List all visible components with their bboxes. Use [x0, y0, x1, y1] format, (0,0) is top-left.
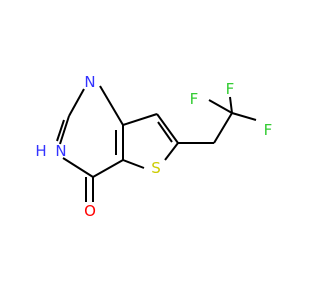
- bond-cf3-f1: [229, 96, 233, 114]
- atom-s-label: S: [151, 159, 161, 177]
- bond-n1-c2-single: [68, 88, 85, 117]
- bond-cf3-f3: [231, 112, 257, 121]
- background: [0, 0, 300, 300]
- atom-f3-label: F: [264, 121, 273, 139]
- atom-h3-label: H: [35, 142, 46, 160]
- bond-c6-s: [164, 142, 179, 161]
- bond-c2-n3-double: [56, 119, 65, 142]
- bond-c4-c4a: [92, 159, 124, 178]
- atom-n3-label: N: [55, 142, 66, 160]
- bond-c2-n3-single: [59, 115, 70, 145]
- atom-f1-label: F: [226, 80, 235, 98]
- bond-s-c4a: [122, 159, 145, 169]
- bond-c7-c6-double: [157, 121, 173, 143]
- molecule-structure-diagram: N N H O S F F F: [0, 0, 300, 300]
- bond-lines: [56, 85, 257, 202]
- atom-labels: N N H O S F F F: [35, 73, 272, 220]
- atom-n1-label: N: [84, 73, 95, 91]
- bond-n3-c4: [62, 157, 94, 178]
- bond-c7a-n1: [99, 85, 124, 126]
- bond-c7a-c7: [122, 113, 158, 126]
- bond-cf3-f2: [208, 99, 233, 114]
- bond-c7-c6-single: [156, 113, 179, 144]
- atom-o-label: O: [84, 202, 96, 220]
- atom-f2-label: F: [190, 90, 199, 108]
- bond-ch2-cf3: [213, 112, 233, 144]
